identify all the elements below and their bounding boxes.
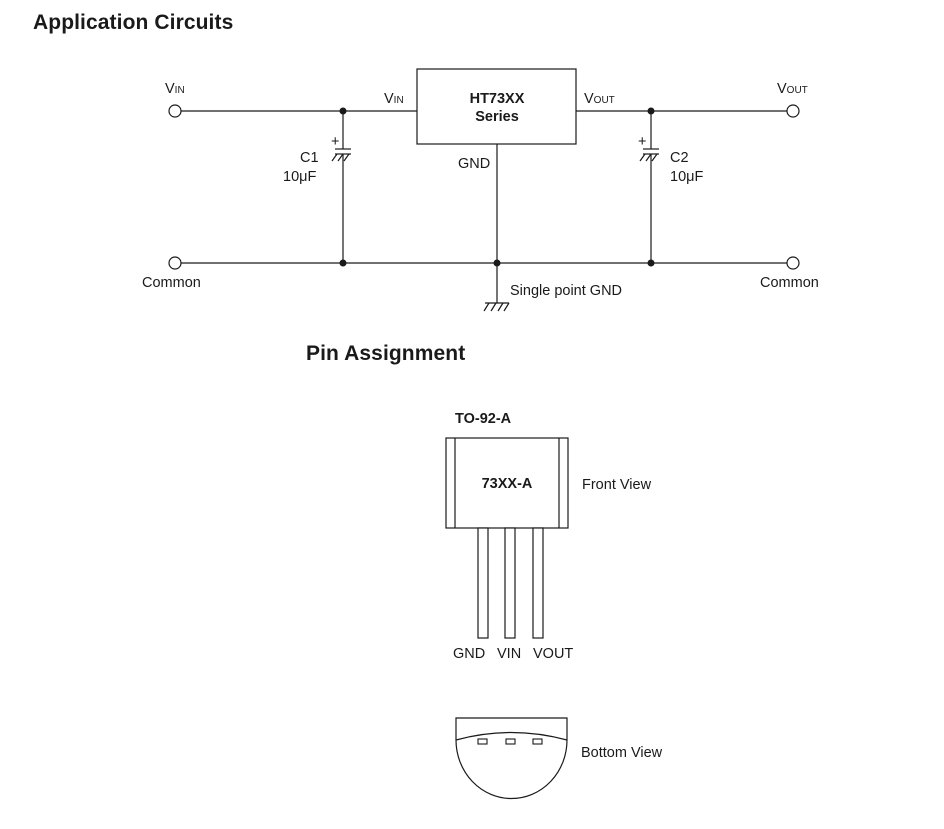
pin-label-vin: VIN bbox=[497, 646, 521, 662]
c1-capacitor-icon bbox=[331, 111, 351, 263]
ic-series: Series bbox=[475, 109, 519, 125]
ic-name: HT73XX bbox=[470, 91, 525, 107]
to92-front-view-icon bbox=[445, 437, 569, 639]
bottom-view-label: Bottom View bbox=[581, 745, 663, 761]
to92-bottom-view-icon bbox=[455, 717, 568, 800]
ic-vout-pin-label: VOUT bbox=[584, 91, 615, 107]
junction-dot bbox=[647, 259, 655, 267]
front-view-label: Front View bbox=[582, 477, 652, 493]
pin-label-vout: VOUT bbox=[533, 646, 573, 662]
pin-assignment-heading: Pin Assignment bbox=[306, 342, 466, 365]
single-point-gnd-label: Single point GND bbox=[510, 283, 622, 299]
c2-value-label: 10μF bbox=[670, 169, 703, 185]
c2-capacitor-icon bbox=[639, 111, 659, 263]
package-name-label: TO-92-A bbox=[455, 411, 512, 427]
vin-terminal-icon bbox=[168, 104, 182, 118]
junction-dot bbox=[339, 259, 347, 267]
c2-plus-sign: + bbox=[638, 134, 646, 150]
c1-value-label: 10μF bbox=[283, 169, 316, 185]
vout-terminal-icon bbox=[786, 104, 800, 118]
c1-name-label: C1 bbox=[300, 150, 319, 166]
pin-label-gnd: GND bbox=[453, 646, 485, 662]
ic-vin-pin-label: VIN bbox=[384, 91, 404, 107]
c1-plus-sign: + bbox=[331, 134, 339, 150]
junction-dot bbox=[493, 259, 501, 267]
common-left-terminal-icon bbox=[168, 256, 182, 270]
ic-gnd-pin-label: GND bbox=[458, 156, 490, 172]
junction-dot bbox=[647, 107, 655, 115]
application-circuits-heading: Application Circuits bbox=[33, 11, 234, 34]
vout-terminal-label: VOUT bbox=[777, 81, 808, 97]
ground-symbol-icon bbox=[483, 302, 510, 312]
vin-terminal-label: VIN bbox=[165, 81, 185, 97]
package-marking-label: 73XX-A bbox=[482, 476, 533, 492]
common-right-terminal-icon bbox=[786, 256, 800, 270]
c2-name-label: C2 bbox=[670, 150, 689, 166]
junction-dot bbox=[339, 107, 347, 115]
common-right-label: Common bbox=[760, 275, 819, 291]
regulator-ic-box bbox=[416, 68, 577, 145]
common-left-label: Common bbox=[142, 275, 201, 291]
